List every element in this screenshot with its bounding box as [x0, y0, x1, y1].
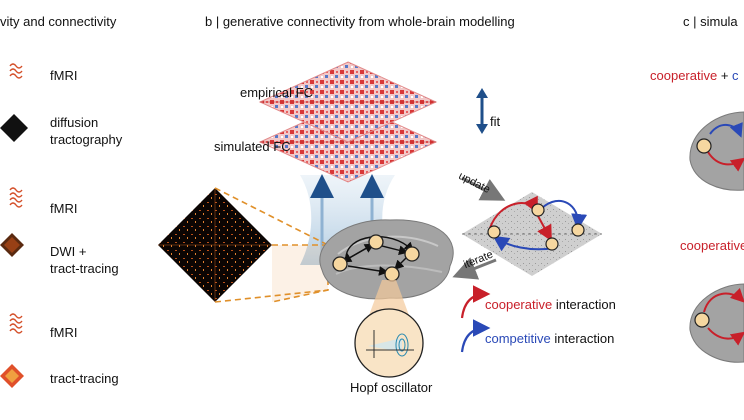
legend-cooperative: cooperative interaction	[485, 296, 616, 313]
panel-b-header: b | generative connectivity from whole-b…	[205, 14, 515, 29]
brain-cooperative-competitive	[689, 111, 744, 191]
empirical-fc-label: empirical FC	[240, 85, 313, 100]
legend-cooperative-word: cooperative	[485, 297, 553, 312]
panel-a-item-label: fMRI	[50, 68, 78, 83]
panel-b-diagram	[158, 61, 602, 378]
panel-a-item-label: fMRI	[50, 325, 78, 340]
fmri-signal-icon	[9, 313, 23, 334]
legend-interaction-text: interaction	[550, 331, 615, 346]
fmri-signal-icon	[9, 187, 23, 208]
panel-c-brains	[689, 111, 744, 363]
panel-c-cooperative-word: cooperative	[650, 68, 718, 83]
legend-interaction-text: interaction	[552, 297, 616, 312]
panel-a-item-label: tract-tracing	[50, 371, 119, 386]
legend-competitive: competitive interaction	[485, 330, 614, 347]
brain-network	[319, 219, 454, 300]
panel-c-top-label: cooperative + c	[650, 67, 739, 84]
panel-a-item-label: fMRI	[50, 201, 78, 216]
panel-c-competitive-word: c	[732, 68, 739, 83]
competitive-arrow-icon	[460, 319, 491, 353]
fit-label: fit	[490, 114, 501, 129]
brain-cooperative	[689, 283, 744, 363]
cooperative-arrow-icon	[460, 285, 491, 319]
panel-c-mid-label: cooperative	[680, 238, 744, 253]
panel-a-item-label: DWI + tract-tracing	[50, 244, 119, 276]
panel-c-header: c | simula	[683, 14, 738, 29]
panel-a-icons	[0, 63, 28, 388]
fit-arrow-icon	[476, 88, 488, 134]
hopf-oscillator-label: Hopf oscillator	[350, 380, 433, 395]
fmri-signal-icon	[9, 63, 23, 79]
panel-c-plus: +	[717, 68, 733, 83]
legend-competitive-word: competitive	[485, 331, 551, 346]
dwi-matrix-icon	[0, 233, 24, 257]
panel-a-item-label: diffusion tractography	[50, 115, 123, 147]
tract-tracing-matrix-icon	[0, 364, 24, 388]
hopf-oscillator-icon	[354, 308, 424, 378]
tractography-matrix-icon	[0, 114, 28, 142]
panel-a-header: vity and connectivity	[0, 14, 117, 29]
simulated-fc-label: simulated FC	[214, 139, 291, 154]
generative-connectivity-matrix	[462, 192, 602, 276]
